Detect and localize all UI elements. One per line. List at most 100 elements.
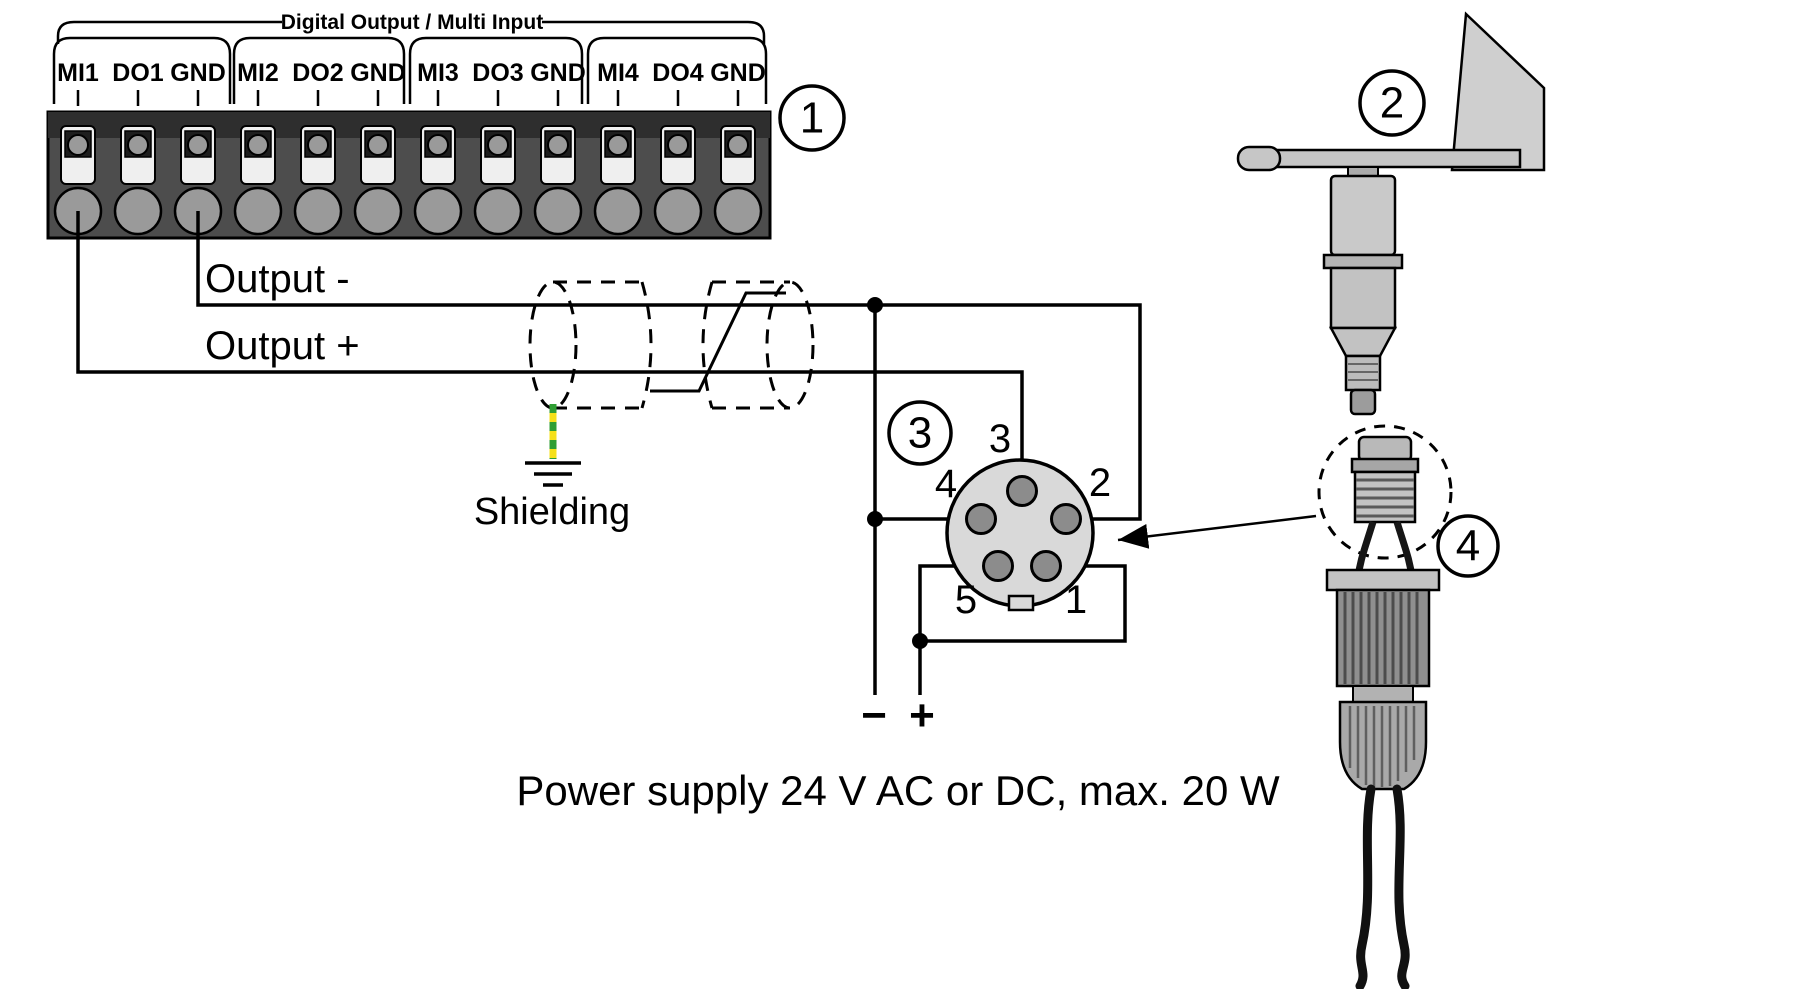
terminal-tick-marks xyxy=(76,90,740,106)
terminal-unit xyxy=(413,124,463,236)
output-plus-label: Output + xyxy=(205,324,360,368)
terminal-unit xyxy=(653,124,703,236)
connector-pin-2 xyxy=(1050,503,1082,535)
callout-3-circle xyxy=(887,400,953,466)
callout-1-badge: 1 xyxy=(778,84,846,152)
terminal-block: Digital Output / Multi Input MI1 DO1 GND… xyxy=(46,11,772,240)
shield-break-cut-line xyxy=(650,291,786,393)
callout-4-circle xyxy=(1436,514,1500,578)
terminal-unit xyxy=(473,124,523,236)
terminal-unit xyxy=(593,124,643,236)
wire-junction-dot xyxy=(867,297,883,313)
vane-counterweight xyxy=(1236,145,1282,172)
wire-output-minus xyxy=(196,211,1142,521)
ground-symbol xyxy=(525,461,581,487)
cable-shield xyxy=(528,280,815,410)
pin-label-5: 5 xyxy=(955,578,977,622)
sensor-tip-nut xyxy=(1349,388,1377,416)
group-outline-2 xyxy=(232,36,406,104)
gland-ribbed-body xyxy=(1335,588,1431,688)
connector-detail-arrow xyxy=(1117,514,1317,549)
power-plus-sign: + xyxy=(909,691,935,740)
terminal-label-mi2: MI2 xyxy=(237,59,279,87)
wind-direction-sensor xyxy=(1236,11,1546,416)
sensor-cable-wire-right xyxy=(1392,784,1410,989)
cable-gland-assembly xyxy=(1325,568,1441,989)
shield-break-left xyxy=(640,281,653,409)
connector-keyway-notch xyxy=(1007,594,1035,612)
terminal-label-mi1: MI1 xyxy=(57,59,99,87)
callout-1-circle xyxy=(778,84,846,152)
callout-4-badge: 4 xyxy=(1436,514,1500,578)
detail-connector-collar xyxy=(1350,457,1420,474)
terminal-label-gnd2: GND xyxy=(350,59,406,87)
group-outline-3 xyxy=(408,36,584,104)
sensor-connector-detail xyxy=(1317,424,1453,579)
power-minus-sign: − xyxy=(861,691,887,740)
detail-connector-cap xyxy=(1357,435,1413,463)
terminal-unit xyxy=(353,124,403,236)
sensor-upper-cylinder xyxy=(1329,174,1397,257)
gland-ribs xyxy=(1343,592,1419,684)
wire-junction-dot xyxy=(867,511,883,527)
group-outline-1 xyxy=(52,36,232,104)
terminal-label-mi3: MI3 xyxy=(417,59,459,87)
terminal-block-top-strip xyxy=(48,112,770,138)
shielding-label: Shielding xyxy=(474,491,630,533)
terminal-label-do1: DO1 xyxy=(112,59,164,87)
terminal-unit xyxy=(113,124,163,236)
terminal-unit xyxy=(533,124,583,236)
sensor-flange xyxy=(1322,253,1404,270)
terminal-label-gnd4: GND xyxy=(710,59,766,87)
connector-pin-5 xyxy=(982,550,1014,582)
pin-label-2: 2 xyxy=(1089,461,1111,505)
callout-1-number: 1 xyxy=(800,94,824,143)
terminal-unit xyxy=(293,124,343,236)
terminal-label-do3: DO3 xyxy=(472,59,523,87)
shield-end-right xyxy=(765,280,815,410)
terminal-unit xyxy=(233,124,283,236)
detail-thread-ridges xyxy=(1356,478,1414,518)
terminal-label-do4: DO4 xyxy=(652,59,704,87)
group-outline-4 xyxy=(586,36,768,104)
gland-knurl-lines xyxy=(1348,706,1416,787)
terminal-label-mi4: MI4 xyxy=(597,59,639,87)
callout-3-number: 3 xyxy=(908,409,932,458)
callout-2-badge: 2 xyxy=(1358,69,1426,137)
group-bracket-right-line xyxy=(542,20,766,44)
callout-2-circle xyxy=(1358,69,1426,137)
power-supply-caption: Power supply 24 V AC or DC, max. 20 W xyxy=(516,767,1280,814)
output-minus-label: Output - xyxy=(205,257,350,301)
connector-pin-1 xyxy=(1030,550,1062,582)
callout-4-number: 4 xyxy=(1456,522,1480,571)
group-bracket-left-line xyxy=(56,20,282,44)
callout-3-badge: 3 xyxy=(887,400,953,466)
vane-arm xyxy=(1260,148,1522,169)
terminal-label-do2: DO2 xyxy=(292,59,343,87)
terminal-unit xyxy=(713,124,763,236)
m12-connector-face: 3 2 4 5 1 xyxy=(935,417,1111,622)
shield-end-left xyxy=(528,280,578,410)
terminal-group-label: Digital Output / Multi Input xyxy=(281,11,543,34)
wire-pin1 xyxy=(920,564,1127,643)
callout-2-number: 2 xyxy=(1380,79,1404,128)
sensor-cable-wire-left xyxy=(1355,784,1376,989)
sensor-cone xyxy=(1328,326,1398,358)
sensor-body xyxy=(1329,266,1397,330)
wire-output-plus xyxy=(76,211,1024,477)
detail-dashed-circle xyxy=(1317,424,1453,560)
terminal-label-gnd3: GND xyxy=(530,59,586,87)
connector-pin-4 xyxy=(965,503,997,535)
gland-neck xyxy=(1352,685,1414,703)
connector-pin-3 xyxy=(1006,475,1038,507)
vane-fin xyxy=(1450,11,1546,172)
shield-grounding xyxy=(525,404,581,487)
gland-top-flange xyxy=(1325,568,1441,592)
pin-label-3: 3 xyxy=(989,417,1011,461)
terminal-label-gnd1: GND xyxy=(170,59,226,87)
wire-junction-dot xyxy=(912,633,928,649)
shield-break-right xyxy=(701,281,714,409)
sensor-thread-lines xyxy=(1348,363,1378,381)
